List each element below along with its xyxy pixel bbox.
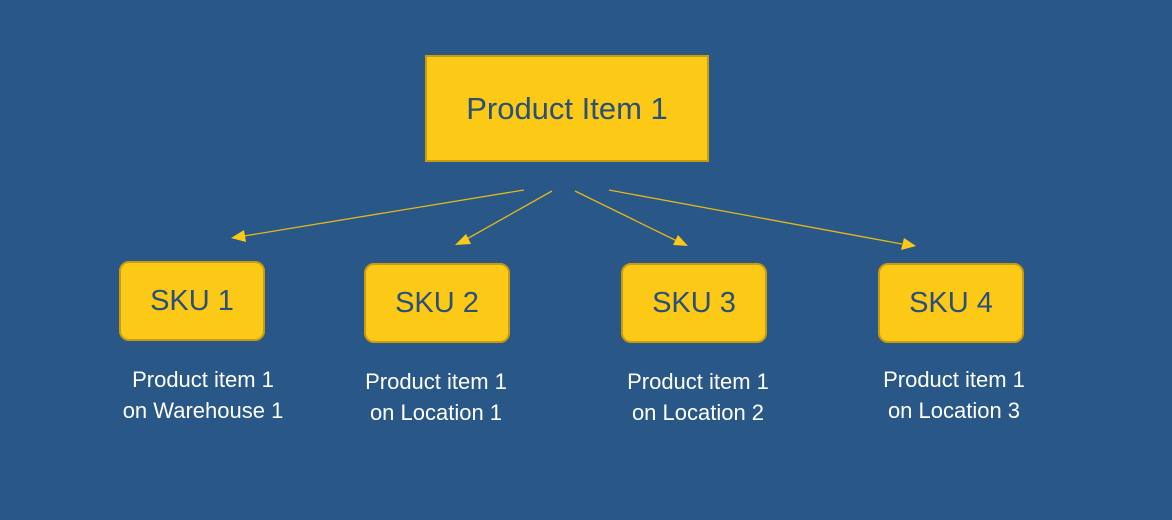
edge-arrowhead-sku-3 [673, 235, 688, 246]
sku-4-caption-line-1: Product item 1 [883, 367, 1025, 392]
sku-1-node: SKU 1 [119, 261, 265, 341]
sku-2-caption-line-2: on Location 1 [369, 400, 503, 425]
sku-2-label: SKU 2 [395, 286, 479, 319]
sku-2-caption: Product item 1 on Location 1 [316, 366, 556, 428]
sku-4-label: SKU 4 [909, 286, 993, 319]
sku-4-caption-line-2: on Location 3 [887, 398, 1021, 423]
edge-arrowhead-sku-4 [901, 238, 916, 250]
sku-3-label: SKU 3 [652, 286, 736, 319]
sku-1-caption-line-1: Product item 1 [132, 367, 274, 392]
edge-root-to-sku-1 [243, 189, 525, 237]
sku-3-caption-line-2: on Location 2 [631, 400, 765, 425]
edge-arrowhead-sku-1 [231, 230, 246, 242]
sku-4-caption: Product item 1 on Location 3 [834, 364, 1074, 426]
sku-1-caption: Product item 1 on Warehouse 1 [83, 364, 323, 426]
edge-root-to-sku-4 [608, 189, 903, 245]
sku-1-label: SKU 1 [150, 284, 234, 317]
edge-root-to-sku-2 [464, 190, 553, 241]
sku-2-node: SKU 2 [364, 263, 510, 343]
edge-arrowhead-sku-2 [455, 234, 471, 245]
sku-3-node: SKU 3 [621, 263, 767, 343]
edge-root-to-sku-3 [574, 190, 678, 242]
product-item-label: Product Item 1 [466, 90, 668, 126]
sku-4-node: SKU 4 [878, 263, 1024, 343]
sku-1-caption-line-2: on Warehouse 1 [122, 398, 284, 423]
sku-3-caption: Product item 1 on Location 2 [578, 366, 818, 428]
sku-3-caption-line-1: Product item 1 [627, 369, 769, 394]
sku-2-caption-line-1: Product item 1 [365, 369, 507, 394]
product-item-node: Product Item 1 [425, 55, 709, 162]
